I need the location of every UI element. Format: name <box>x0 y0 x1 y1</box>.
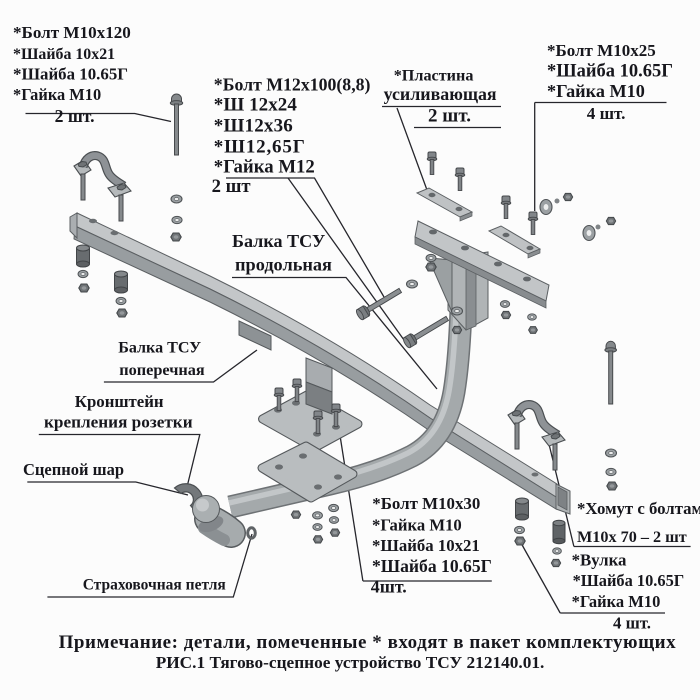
svg-text:2 шт.: 2 шт. <box>428 106 471 127</box>
svg-text:*Шайба 10.65Г: *Шайба 10.65Г <box>13 65 128 84</box>
svg-text:крепления розетки: крепления розетки <box>44 413 193 432</box>
svg-text:*Гайка М10: *Гайка М10 <box>13 85 101 104</box>
svg-text:*Шайба 10.65Г: *Шайба 10.65Г <box>547 61 673 81</box>
svg-text:*Болт М10х120: *Болт М10х120 <box>13 23 131 42</box>
svg-text:Кронштейн: Кронштейн <box>75 392 164 411</box>
svg-text:*Гайка М10: *Гайка М10 <box>572 592 661 611</box>
svg-text:*Гайка М12: *Гайка М12 <box>214 156 315 177</box>
svg-text:*Хомут с болтами: *Хомут с болтами <box>577 499 700 518</box>
svg-text:Примечание: детали, помеченные: Примечание: детали, помеченные * входят … <box>59 632 677 653</box>
svg-text:*Гайка М10: *Гайка М10 <box>372 515 462 534</box>
svg-text:*Вулка: *Вулка <box>572 551 627 570</box>
svg-text:*Шайба 10.65Г: *Шайба 10.65Г <box>372 556 492 576</box>
svg-text:РИС.1 Тягово-сцепное устройств: РИС.1 Тягово-сцепное устройство ТСУ 2121… <box>156 653 545 672</box>
svg-text:*Болт М10х30: *Болт М10х30 <box>372 494 480 513</box>
svg-text:*Болт М12х100(8,8): *Болт М12х100(8,8) <box>214 74 371 95</box>
svg-text:*Ш 12х24: *Ш 12х24 <box>214 94 298 115</box>
svg-text:*Шайба 10.65Г: *Шайба 10.65Г <box>573 571 685 590</box>
svg-text:4 шт.: 4 шт. <box>613 614 651 633</box>
svg-text:Балка ТСУ: Балка ТСУ <box>118 340 201 357</box>
svg-text:4шт.: 4шт. <box>371 577 407 597</box>
svg-text:2 шт.: 2 шт. <box>55 106 95 126</box>
svg-text:продольная: продольная <box>235 255 332 275</box>
svg-text:Сцепной шар: Сцепной шар <box>23 460 124 479</box>
svg-text:*Ш12,65Г: *Ш12,65Г <box>214 136 306 157</box>
svg-text:Балка ТСУ: Балка ТСУ <box>232 231 325 251</box>
svg-text:поперечная: поперечная <box>119 360 205 379</box>
svg-text:4 шт.: 4 шт. <box>587 104 626 123</box>
svg-text:Страховочная петля: Страховочная петля <box>83 577 226 594</box>
svg-text:*Ш12х36: *Ш12х36 <box>214 115 293 136</box>
svg-text:*Пластина: *Пластина <box>394 67 474 85</box>
svg-text:*Гайка М10: *Гайка М10 <box>547 81 645 101</box>
svg-text:М10х 70 – 2 шт: М10х 70 – 2 шт <box>577 528 687 546</box>
svg-text:2 шт: 2 шт <box>212 176 251 197</box>
svg-text:*Болт М10х25: *Болт М10х25 <box>547 41 656 60</box>
svg-text:*Шайба 10х21: *Шайба 10х21 <box>13 46 115 63</box>
svg-text:усиливающая: усиливающая <box>384 84 497 104</box>
svg-text:*Шайба 10х21: *Шайба 10х21 <box>372 536 480 555</box>
